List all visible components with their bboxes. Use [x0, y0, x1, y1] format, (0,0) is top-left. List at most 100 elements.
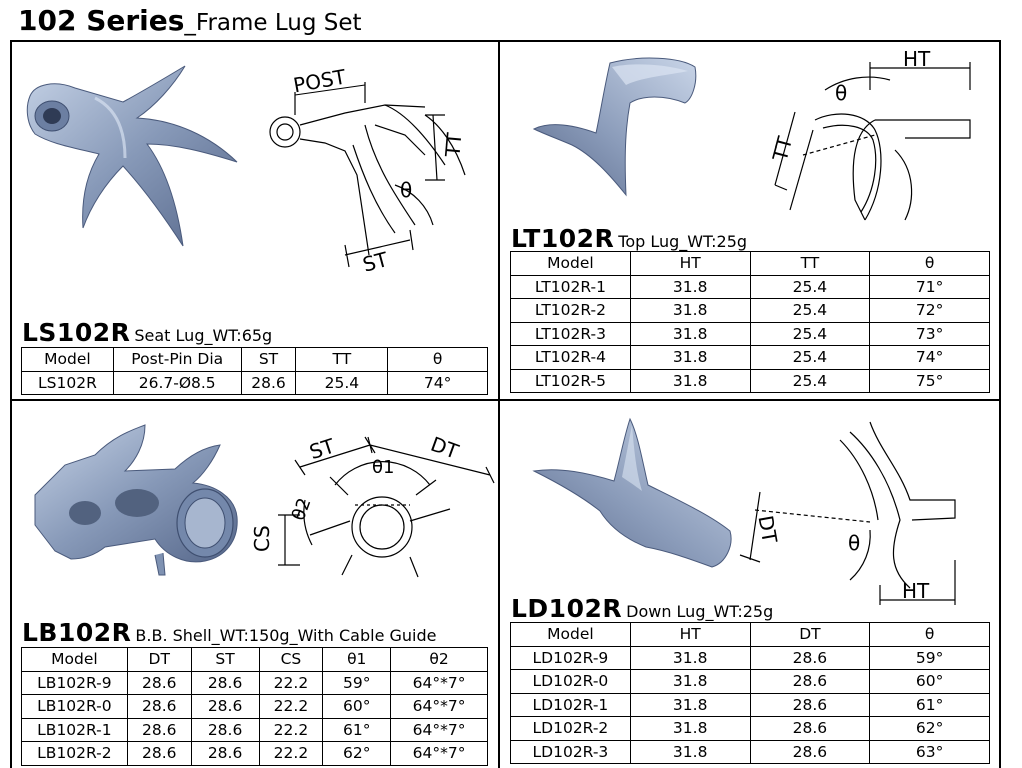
table-cell: 28.6	[126, 717, 192, 742]
dim-label-dt: DT	[427, 432, 462, 464]
table-cell: 28.6	[126, 694, 192, 719]
table-cell: 62°	[322, 741, 392, 766]
table-cell: 31.8	[629, 321, 751, 346]
col-header: Model	[21, 347, 114, 372]
bb-shell-table: Model DT ST CS θ1 θ2 LB102R-9 28.6 28.6 …	[21, 647, 488, 766]
table-cell: 61°	[322, 717, 392, 742]
table-cell: 28.6	[190, 741, 260, 766]
table-cell: 28.6	[190, 694, 260, 719]
table-cell: 31.8	[629, 716, 751, 741]
table-cell: LB102R-0	[21, 694, 128, 719]
down-lug-photo	[532, 417, 732, 568]
table-cell: 31.8	[629, 274, 751, 299]
table-cell: 71°	[869, 274, 990, 299]
table-row: LT102R-2 31.8 25.4 72°	[510, 298, 990, 323]
table-cell: 25.4	[749, 321, 871, 346]
bb-shell-photo	[34, 424, 238, 576]
table-cell: LD102R-0	[510, 669, 631, 694]
table-cell: LB102R-2	[21, 741, 128, 766]
top-lug-diagram: HT TT θ	[767, 47, 971, 221]
table-cell: 25.4	[749, 345, 871, 370]
table-cell: 28.6	[749, 739, 871, 764]
top-lug-table: Model HT TT θ LT102R-1 31.8 25.4 71° LT1…	[510, 251, 990, 393]
col-header: ST	[240, 347, 297, 372]
table-row: LB102R-2 28.6 28.6 22.2 62° 64°*7°	[21, 741, 488, 766]
divider-horizontal	[10, 399, 1001, 401]
down-lug-header-row: Model HT DT θ	[510, 622, 990, 647]
dim-label-ht: HT	[903, 47, 931, 71]
table-row: LT102R-5 31.8 25.4 75°	[510, 368, 990, 393]
table-row: LT102R-3 31.8 25.4 73°	[510, 321, 990, 346]
table-cell: 28.6	[749, 692, 871, 717]
table-cell: 61°	[869, 692, 990, 717]
table-cell: 62°	[869, 716, 990, 741]
table-cell: 75°	[869, 368, 990, 393]
col-header: Post-Pin Dia	[112, 347, 242, 372]
col-header: TT	[295, 347, 389, 372]
table-cell: 28.6	[190, 670, 260, 695]
table-cell: 60°	[869, 669, 990, 694]
seat-lug-photo	[26, 65, 238, 247]
table-cell: 74°	[869, 345, 990, 370]
dim-label-theta1: θ1	[372, 457, 394, 478]
table-cell: 25.4	[749, 274, 871, 299]
table-cell: LD102R-9	[510, 645, 631, 670]
dim-label-cs: CS	[250, 525, 274, 552]
table-cell: 22.2	[258, 741, 324, 766]
table-row: LD102R-9 31.8 28.6 59°	[510, 645, 990, 670]
series-title: 102 Series	[18, 4, 185, 37]
col-header: θ2	[390, 647, 488, 672]
dim-label-dt: DT	[753, 514, 782, 546]
table-row: LS102R 26.7-Ø8.5 28.6 25.4 74°	[21, 370, 488, 395]
table-cell: 64°*7°	[390, 741, 488, 766]
table-cell: 28.6	[749, 716, 871, 741]
col-header: θ	[387, 347, 488, 372]
table-row: LD102R-1 31.8 28.6 61°	[510, 692, 990, 717]
table-cell: LT102R-4	[510, 345, 631, 370]
col-header: Model	[21, 647, 128, 672]
page-title: 102 Series_Frame Lug Set	[18, 4, 362, 37]
down-lug-table: Model HT DT θ LD102R-9 31.8 28.6 59° LD1…	[510, 622, 990, 764]
table-cell: 59°	[322, 670, 392, 695]
bb-shell-code: LB102R	[22, 618, 132, 647]
table-cell: 25.4	[749, 368, 871, 393]
col-header: DT	[749, 622, 871, 647]
table-cell: 28.6	[126, 741, 192, 766]
table-cell: LT102R-1	[510, 274, 631, 299]
table-row: LT102R-1 31.8 25.4 71°	[510, 274, 990, 299]
table-cell: 26.7-Ø8.5	[112, 370, 242, 395]
table-row: LB102R-1 28.6 28.6 22.2 61° 64°*7°	[21, 717, 488, 742]
seat-lug-code: LS102R	[22, 318, 131, 347]
bb-shell-diagram: ST DT θ1 θ2 CS	[250, 432, 495, 578]
dim-label-st: ST	[360, 247, 391, 277]
dim-label-tt: TT	[767, 133, 797, 164]
dim-label-post: POST	[291, 64, 348, 97]
table-cell: 28.6	[126, 670, 192, 695]
table-cell: LT102R-2	[510, 298, 631, 323]
table-cell: LT102R-3	[510, 321, 631, 346]
dim-label-theta: θ	[835, 81, 847, 105]
table-cell: 59°	[869, 645, 990, 670]
table-cell: LS102R	[21, 370, 114, 395]
top-lug-desc: Top Lug_WT:25g	[618, 232, 748, 251]
dim-label-tt: TT	[440, 131, 466, 159]
table-cell: LT102R-5	[510, 368, 631, 393]
divider-vertical	[498, 40, 500, 768]
dim-label-st: ST	[306, 433, 338, 464]
table-cell: 25.4	[295, 370, 389, 395]
table-cell: LD102R-1	[510, 692, 631, 717]
table-row: LB102R-0 28.6 28.6 22.2 60° 64°*7°	[21, 694, 488, 719]
table-cell: 22.2	[258, 694, 324, 719]
table-cell: 63°	[869, 739, 990, 764]
bb-shell-desc: B.B. Shell_WT:150g_With Cable Guide	[135, 626, 437, 645]
seat-lug-table: Model Post-Pin Dia ST TT θ LS102R 26.7-Ø…	[21, 347, 488, 395]
col-header: HT	[629, 622, 751, 647]
table-cell: 64°*7°	[390, 694, 488, 719]
table-cell: 28.6	[749, 669, 871, 694]
col-header: θ1	[322, 647, 392, 672]
col-header: DT	[126, 647, 192, 672]
dim-label-theta: θ	[400, 178, 412, 202]
table-cell: 64°*7°	[390, 717, 488, 742]
